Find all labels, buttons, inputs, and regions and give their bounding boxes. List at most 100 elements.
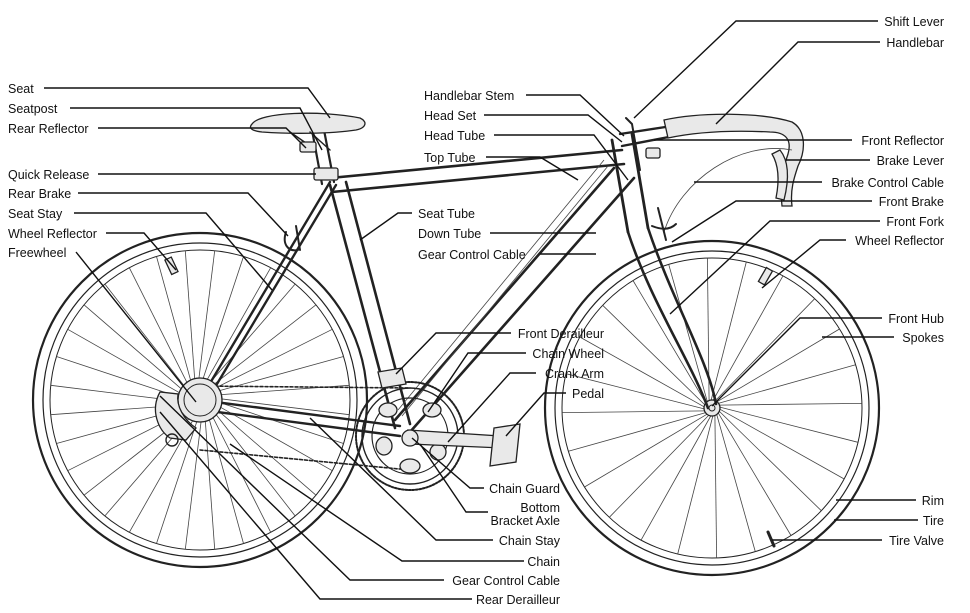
head-tube: [610, 132, 650, 234]
brake-lever: [771, 149, 789, 201]
label-tire-valve: Tire Valve: [889, 534, 944, 548]
label-rear-reflector: Rear Reflector: [8, 122, 89, 136]
spoke: [579, 336, 706, 408]
spoke: [568, 412, 707, 452]
spoke: [717, 411, 792, 536]
spoke: [562, 410, 706, 413]
label-chain-guard: Chain Guard: [489, 482, 560, 496]
spoke: [211, 399, 344, 444]
spoke: [199, 256, 244, 389]
chain-top: [199, 385, 411, 389]
front-reflector: [645, 147, 661, 159]
brake-control-cable: [663, 148, 793, 233]
label-seat: Seat: [8, 82, 34, 96]
leader-lines: [44, 20, 918, 600]
spoke: [156, 256, 194, 391]
spoke: [210, 404, 317, 496]
spoke: [209, 406, 296, 517]
label-freewheel: Freewheel: [8, 246, 66, 260]
spoke: [718, 408, 845, 480]
rear-reflector: [299, 141, 317, 153]
down-tube: [393, 166, 636, 434]
spoke: [718, 410, 822, 511]
spoke: [184, 250, 196, 389]
spoke: [640, 414, 712, 541]
label-spokes: Spokes: [902, 331, 944, 345]
tire-valve: [766, 530, 776, 548]
spoke: [609, 414, 710, 518]
spoke: [197, 250, 216, 389]
label-shift-lever: Shift Lever: [884, 15, 944, 29]
label-front-derailleur: Front Derailleur: [518, 327, 604, 341]
part-labels: Seat Seatpost Rear Reflector Quick Relea…: [8, 15, 945, 607]
label-wheel-reflector-front: Wheel Reflector: [855, 234, 944, 248]
spoke: [717, 364, 856, 404]
spoke: [714, 414, 717, 558]
spoke: [677, 414, 714, 555]
front-wheel: [543, 239, 881, 577]
shift-lever: [625, 117, 641, 171]
label-front-fork: Front Fork: [886, 215, 944, 229]
label-gear-control-cable-bottom: Gear Control Cable: [452, 574, 560, 588]
spoke: [714, 298, 815, 402]
label-handlebar: Handlebar: [886, 36, 944, 50]
label-top-tube: Top Tube: [424, 151, 475, 165]
label-wheel-reflector-rear: Wheel Reflector: [8, 227, 97, 241]
label-brake-control-cable: Brake Control Cable: [831, 176, 944, 190]
label-front-reflector: Front Reflector: [861, 134, 944, 148]
spoke: [716, 413, 756, 552]
label-rim: Rim: [922, 494, 944, 508]
label-bottom-bracket-axle-line1: Bottom: [520, 501, 560, 515]
spoke: [718, 403, 862, 406]
front-fork: [626, 226, 718, 410]
spoke: [710, 261, 747, 402]
bottom-bracket-axle: [401, 429, 419, 447]
label-tire: Tire: [923, 514, 944, 528]
label-brake-lever: Brake Lever: [877, 154, 944, 168]
chain-stay: [198, 398, 402, 438]
spoke: [206, 409, 244, 544]
front-derailleur: [377, 367, 407, 389]
label-quick-release: Quick Release: [8, 168, 89, 182]
quick-release: [313, 167, 339, 181]
crank-arm: [407, 429, 503, 449]
handlebar: [663, 113, 804, 207]
label-chain-wheel: Chain Wheel: [532, 347, 604, 361]
spoke: [156, 411, 201, 544]
label-front-brake: Front Brake: [879, 195, 944, 209]
spoke: [204, 283, 296, 390]
label-head-set: Head Set: [424, 109, 477, 123]
rear-derailleur: [154, 391, 197, 441]
pedal: [489, 423, 521, 467]
spoke: [206, 304, 317, 391]
label-chain: Chain: [527, 555, 560, 569]
chain-bottom: [199, 449, 411, 471]
spoke: [584, 413, 709, 488]
spoke: [67, 328, 189, 399]
label-pedal: Pedal: [572, 387, 604, 401]
label-front-hub: Front Hub: [888, 312, 944, 326]
spoke: [104, 283, 191, 394]
front-brake: [651, 207, 677, 241]
seat-stay: [198, 180, 338, 406]
label-chain-stay: Chain Stay: [499, 534, 561, 548]
spoke: [632, 280, 707, 405]
spoke: [208, 408, 272, 533]
spoke: [565, 373, 706, 410]
label-down-tube: Down Tube: [418, 227, 481, 241]
spoke: [602, 305, 706, 406]
bicycle-illustration: [31, 112, 881, 577]
label-seat-tube: Seat Tube: [418, 207, 475, 221]
label-crank-arm: Crank Arm: [545, 367, 604, 381]
label-gear-control-cable-top: Gear Control Cable: [418, 248, 526, 262]
top-tube: [328, 148, 626, 194]
label-rear-brake: Rear Brake: [8, 187, 71, 201]
spoke: [83, 304, 190, 396]
spoke: [211, 397, 350, 416]
freewheel: [177, 377, 223, 423]
spoke: [201, 267, 272, 389]
label-rear-derailleur: Rear Derailleur: [476, 593, 560, 607]
label-seatpost: Seatpost: [8, 102, 58, 116]
